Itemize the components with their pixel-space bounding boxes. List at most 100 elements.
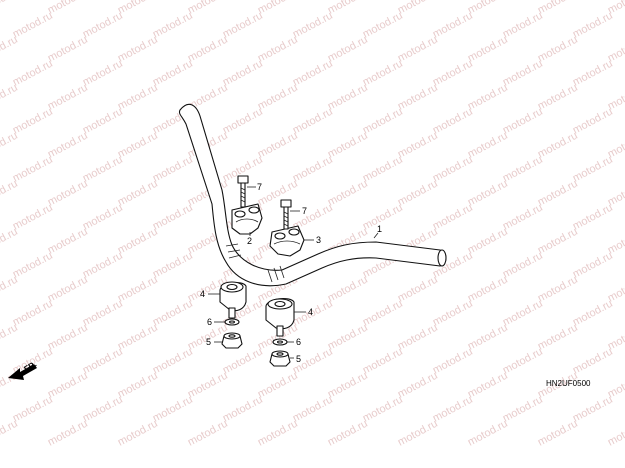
watermark-text: motod.ru (46, 34, 90, 65)
watermark-text: motod.ru (466, 322, 510, 353)
watermark-text: motod.ru (151, 202, 195, 233)
watermark-text: motod.ru (151, 346, 195, 377)
watermark-text: motod.ru (396, 370, 440, 401)
watermark-text: motod.ru (116, 274, 160, 305)
watermark-text: motod.ru (501, 10, 545, 41)
watermark-text: motod.ru (11, 202, 55, 233)
watermark-text: motod.ru (116, 322, 160, 353)
watermark-text: motod.ru (256, 34, 300, 65)
watermark-text: motod.ru (291, 106, 335, 137)
watermark-text: motod.ru (326, 82, 370, 113)
watermark-text: motod.ru (466, 370, 510, 401)
watermark-text: motod.ru (501, 346, 545, 377)
watermark-text: motod.ru (466, 274, 510, 305)
watermark-text: motod.ru (291, 58, 335, 89)
watermark-text: motod.ru (431, 298, 475, 329)
watermark-text: motod.ru (291, 10, 335, 41)
callout-5-right: 5 (296, 354, 301, 364)
watermark-text: motod.ru (431, 394, 475, 425)
watermark-text: motod.ru (466, 130, 510, 161)
watermark-text: motod.ru (151, 10, 195, 41)
watermark-text: motod.ru (46, 82, 90, 113)
watermark-text: motod.ru (221, 106, 265, 137)
watermark-text: motod.ru (431, 10, 475, 41)
watermark-text: motod.ru (256, 178, 300, 209)
watermark-text: motod.ru (396, 82, 440, 113)
watermark-text: motod.ru (221, 10, 265, 41)
watermark-text: motod.ru (466, 226, 510, 257)
leader-lines (208, 186, 379, 359)
watermark-text: motod.ru (151, 58, 195, 89)
watermark-text: motod.ru (256, 130, 300, 161)
washer-left (224, 318, 240, 326)
watermark-text: motod.ru (466, 82, 510, 113)
watermark-text: motod.ru (221, 394, 265, 425)
watermark-text: motod.ru (361, 346, 405, 377)
nut-right (269, 350, 291, 367)
watermark-text: motod.ru (116, 418, 160, 449)
callout-4-left: 4 (200, 289, 205, 299)
watermark-text: motod.ru (326, 274, 370, 305)
callouts: 7 7 1 2 3 4 4 6 6 5 5 (200, 182, 382, 364)
callout-5-left: 5 (206, 337, 211, 347)
watermark-text: motod.ru (116, 226, 160, 257)
watermark-text: motod.ru (11, 106, 55, 137)
callout-7-left: 7 (257, 182, 262, 192)
upper-holder-right (269, 225, 305, 257)
watermark-text: motod.ru (11, 154, 55, 185)
watermark-text: motod.ru (536, 322, 580, 353)
watermark-text: motod.ru (326, 322, 370, 353)
watermark-text: motod.ru (0, 0, 20, 17)
watermark-text: motod.ru (431, 106, 475, 137)
watermark-text: motod.ru (81, 298, 125, 329)
watermark-text: motod.ru (571, 106, 615, 137)
watermark-text: motod.ru (466, 178, 510, 209)
watermark-text: motod.ru (186, 370, 230, 401)
watermark-text: motod.ru (151, 298, 195, 329)
watermark-text: motod.ru (361, 106, 405, 137)
watermark-text: motod.ru (431, 58, 475, 89)
watermark-text: motod.ru (256, 0, 300, 17)
callout-6-right: 6 (296, 337, 301, 347)
watermark-text: motod.ru (501, 58, 545, 89)
lower-holder-left (219, 281, 247, 319)
watermark-text: motod.ru (606, 418, 625, 449)
watermark-text: motod.ru (536, 34, 580, 65)
watermark-text: motod.ru (326, 0, 370, 17)
watermark-text: motod.ru (46, 0, 90, 17)
watermark-text: motod.ru (326, 178, 370, 209)
watermark-text: motod.ru (116, 370, 160, 401)
watermark-text: motod.ru (361, 154, 405, 185)
watermark-text: motod.ru (501, 250, 545, 281)
watermark-text: motod.ru (256, 370, 300, 401)
watermark-text: motod.ru (501, 106, 545, 137)
watermark-text: motod.ru (81, 346, 125, 377)
watermark-text: motod.ru (46, 130, 90, 161)
watermark-text: motod.ru (536, 0, 580, 17)
watermark-text: motod.ru (291, 154, 335, 185)
watermark-text: motod.ru (151, 250, 195, 281)
watermark-text: motod.ru (46, 178, 90, 209)
watermark-text: motod.ru (501, 154, 545, 185)
watermark-text: motod.ru (11, 58, 55, 89)
watermark-text: motod.ru (151, 394, 195, 425)
watermark-text: motod.ru (11, 394, 55, 425)
watermark-text: motod.ru (536, 178, 580, 209)
watermark-text: motod.ru (361, 10, 405, 41)
watermark-text: motod.ru (81, 250, 125, 281)
bolt-right (280, 199, 292, 230)
watermark-text: motod.ru (536, 274, 580, 305)
callout-2: 2 (247, 236, 252, 246)
watermark-text: motod.ru (571, 10, 615, 41)
watermark-text: motod.ru (46, 226, 90, 257)
watermark-text: motod.ru (501, 394, 545, 425)
watermark-text: motod.ru (571, 394, 615, 425)
watermark-text: motod.ru (466, 418, 510, 449)
watermark-text: motod.ru (46, 418, 90, 449)
watermark-text: motod.ru (466, 34, 510, 65)
watermark-text: motod.ru (361, 298, 405, 329)
watermark-text: motod.ru (361, 394, 405, 425)
watermark-text: motod.ru (396, 274, 440, 305)
